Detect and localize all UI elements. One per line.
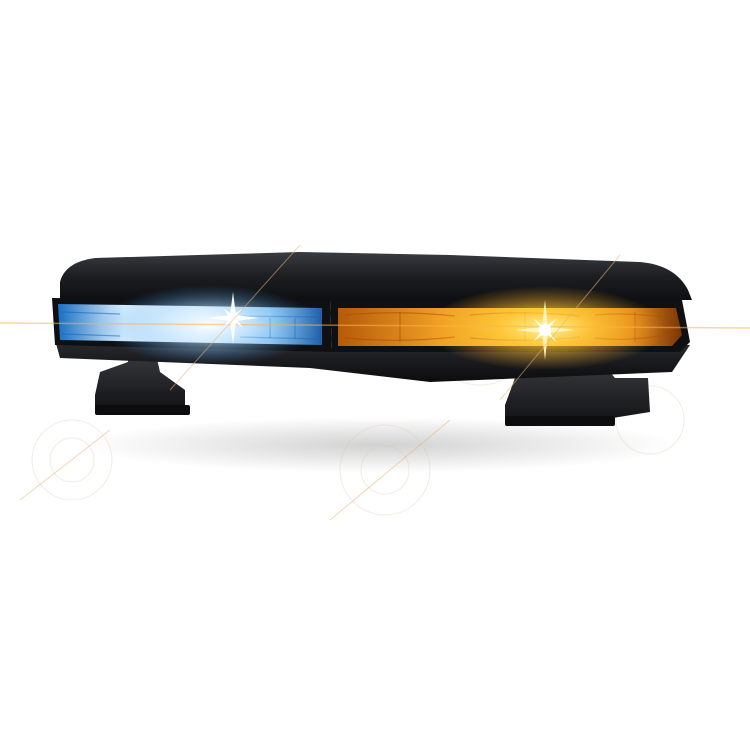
mount-foot-left — [95, 350, 190, 415]
starburst-flare-icon — [207, 292, 259, 344]
light-streak — [0, 322, 750, 329]
starburst-flare-icon — [515, 300, 575, 360]
flare-streaks — [19, 244, 621, 521]
ground-shadow — [80, 417, 680, 473]
